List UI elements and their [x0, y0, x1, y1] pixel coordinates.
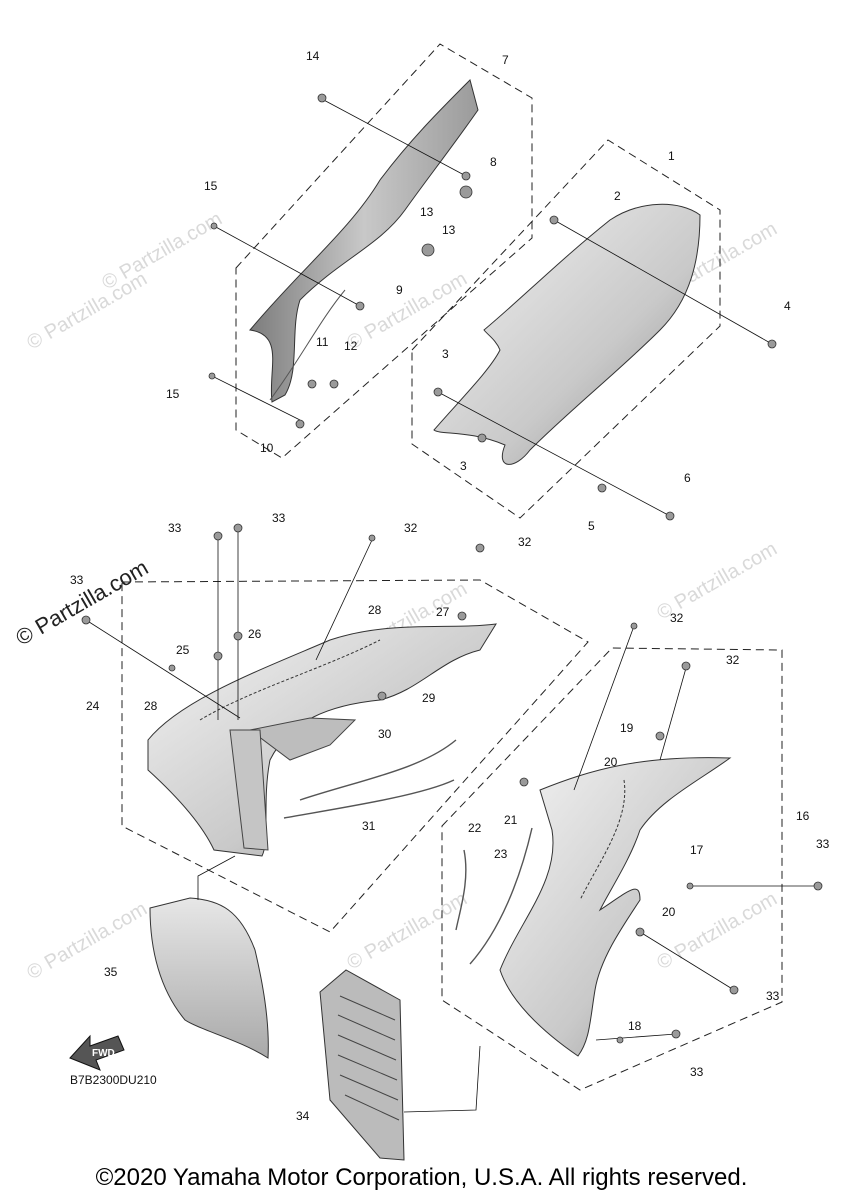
callout-label: 13	[420, 205, 434, 219]
callout-label: 11	[316, 335, 329, 349]
callout-label: 3	[460, 459, 467, 473]
callout-label: 25	[176, 643, 190, 657]
callout-label: 33	[690, 1065, 704, 1079]
callout-label: 29	[422, 691, 436, 705]
callout-label: 19	[620, 721, 634, 735]
callout-label: 8	[490, 155, 497, 169]
callout-label: 16	[796, 809, 810, 823]
callout-label: 26	[248, 627, 262, 641]
part-louver-34	[319, 969, 405, 1161]
callout-label: 30	[378, 727, 392, 741]
callout-label: 32	[404, 521, 418, 535]
group-box-24	[121, 579, 589, 933]
group-box-1	[411, 139, 721, 519]
callout-label: 31	[362, 819, 376, 833]
callout-label: 12	[344, 339, 358, 353]
callout-label: 21	[504, 813, 518, 827]
part-upper-duct	[249, 79, 479, 403]
group-box-16	[441, 647, 783, 1091]
callout-label: 1	[668, 149, 675, 163]
part-left-shroud	[147, 623, 497, 857]
callout-label: 7	[502, 53, 509, 67]
drawing-code: B7B2300DU210	[70, 1073, 157, 1087]
callout-label: 32	[670, 611, 684, 625]
callout-label: 33	[816, 837, 830, 851]
svg-text:FWD: FWD	[92, 1048, 115, 1059]
callout-label: 3	[442, 347, 449, 361]
callout-label: 2	[614, 189, 621, 203]
callout-label: 24	[86, 699, 100, 713]
callout-label: 35	[104, 965, 118, 979]
callout-label: 14	[306, 49, 320, 63]
callout-label: 32	[518, 535, 532, 549]
part-side-cover	[433, 203, 701, 465]
group-box-7	[235, 43, 533, 459]
copyright-notice: ©2020 Yamaha Motor Corporation, U.S.A. A…	[95, 1164, 748, 1191]
callout-label: 6	[684, 471, 691, 485]
callout-label: 9	[396, 283, 403, 297]
callout-label: 33	[70, 573, 84, 587]
callout-label: 18	[628, 1019, 642, 1033]
callout-label: 23	[494, 847, 508, 861]
callout-label: 27	[436, 605, 450, 619]
callout-label: 17	[690, 843, 704, 857]
callout-labels: 1 2 3 3 4 5 6 7 8 9 10 11 12 13 13 14 15…	[70, 49, 830, 1123]
callout-label: 28	[368, 603, 382, 617]
fwd-arrow-icon: FWD	[69, 1034, 125, 1071]
callout-label: 20	[662, 905, 676, 919]
callout-label: 34	[296, 1109, 310, 1123]
callout-label: 5	[588, 519, 595, 533]
callout-label: 4	[784, 299, 791, 313]
callout-label: 33	[272, 511, 286, 525]
part-right-shroud	[499, 757, 732, 1057]
callout-label: 33	[766, 989, 780, 1003]
callout-label: 28	[144, 699, 158, 713]
callout-label: 20	[604, 755, 618, 769]
callout-label: 32	[726, 653, 740, 667]
callout-label: 22	[468, 821, 482, 835]
callout-label: 15	[204, 179, 218, 193]
callout-label: 13	[442, 223, 456, 237]
callout-label: 15	[166, 387, 180, 401]
callout-label: 33	[168, 521, 182, 535]
callout-label: 10	[260, 441, 274, 455]
part-inner-panel-35	[149, 897, 269, 1059]
